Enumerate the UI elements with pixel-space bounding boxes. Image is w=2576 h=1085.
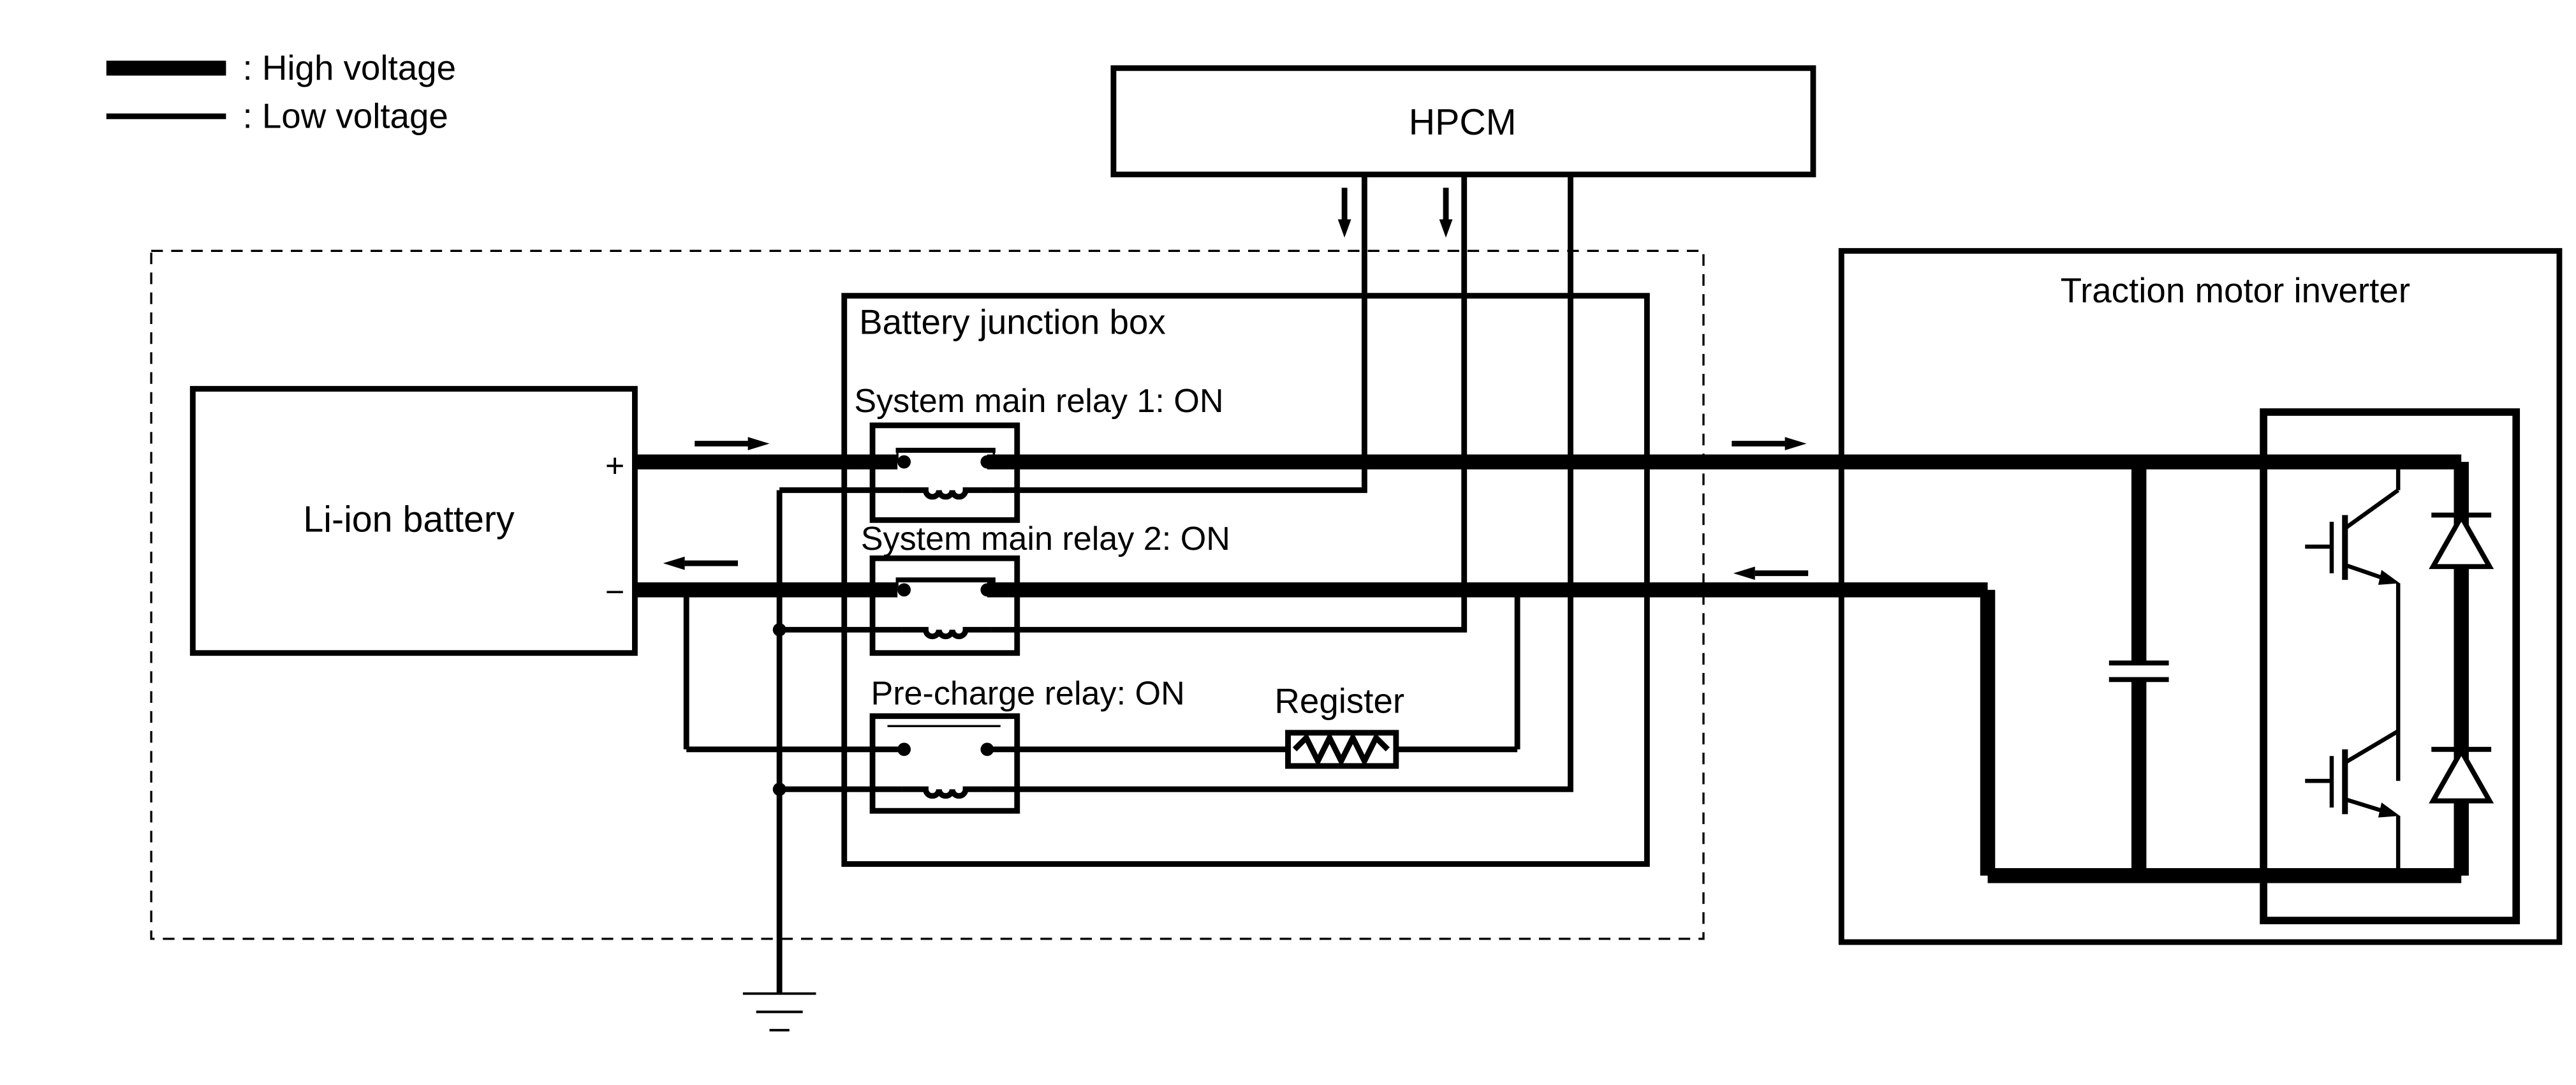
upper-diode-icon [2429, 512, 2494, 570]
pre-charge-relay: Pre-charge relay: ON [869, 675, 1185, 814]
inverter-label: Traction motor inverter [2061, 270, 2410, 310]
junction-box-outline [841, 293, 1650, 867]
legend-low-voltage-label: : Low voltage [242, 96, 448, 136]
hpcm-block: HPCM [1110, 65, 1816, 177]
junction-dot [679, 583, 693, 597]
battery-minus-terminal: − [605, 574, 624, 611]
precharge-relay-label: Pre-charge relay: ON [871, 675, 1184, 712]
hpcm-signal-arrows [1337, 188, 1453, 238]
relay-1-contact-dot [897, 455, 911, 469]
relay-2-contact-dot [980, 583, 994, 597]
junction-dot [1510, 583, 1524, 597]
arrow-left-icon [1733, 566, 1755, 580]
hpcm-label: HPCM [1409, 102, 1517, 143]
junction-dot [772, 782, 786, 796]
precharge-relay-box [869, 713, 1020, 814]
arrow-down-icon [1439, 219, 1453, 238]
legend: : High voltage : Low voltage [106, 48, 456, 136]
lower-diode-icon [2429, 746, 2494, 804]
high-voltage-lines [635, 454, 2462, 883]
inverter-box [1838, 247, 2563, 945]
relay-1-label: System main relay 1: ON [854, 383, 1223, 420]
li-ion-battery-block: Li-ion battery + − [189, 386, 638, 656]
upper-igbt-icon [2305, 462, 2401, 781]
resistor-zigzag-icon [1292, 731, 1390, 767]
legend-high-voltage-label: : High voltage [242, 48, 456, 87]
resistor-label: Register [1274, 681, 1404, 721]
relay-2-coil-icon [902, 626, 991, 640]
arrow-right-icon [1785, 437, 1807, 450]
ground-icon [742, 992, 816, 1031]
hpcm-control-line-relay-1 [990, 174, 1367, 493]
relay-2-box [869, 555, 1020, 656]
arrow-left-icon [663, 556, 685, 570]
battery-label: Li-ion battery [303, 499, 515, 540]
hpcm-control-line-relay-2 [990, 174, 1468, 633]
relay-1-contact-dot [980, 455, 994, 469]
current-arrows [663, 437, 1809, 580]
traction-motor-inverter: Traction motor inverter [1838, 247, 2563, 945]
lower-igbt-icon [2305, 729, 2401, 876]
system-main-relay-1: System main relay 1: ON [854, 383, 1223, 523]
junction-box-label: Battery junction box [859, 302, 1166, 342]
system-main-relay-2: System main relay 2: ON [861, 520, 1230, 656]
relay-1-box [869, 422, 1020, 523]
battery-plus-terminal: + [605, 448, 624, 485]
junction-dot [772, 623, 786, 637]
resistor: Register [1274, 681, 1404, 769]
capacitor-icon [2109, 462, 2169, 876]
low-voltage-wiring [679, 174, 1573, 994]
arrow-down-icon [1337, 219, 1351, 238]
hpcm-control-line-precharge [990, 174, 1573, 792]
battery-junction-box: Battery junction box [841, 293, 1650, 867]
relay-2-label: System main relay 2: ON [861, 520, 1230, 557]
precharge-coil-icon [902, 786, 991, 799]
relay-2-contact-dot [897, 583, 911, 597]
battery-box [189, 386, 638, 656]
power-module-frame [2260, 408, 2521, 924]
relay-1-coil-icon [902, 487, 991, 500]
arrow-right-icon [747, 437, 770, 450]
